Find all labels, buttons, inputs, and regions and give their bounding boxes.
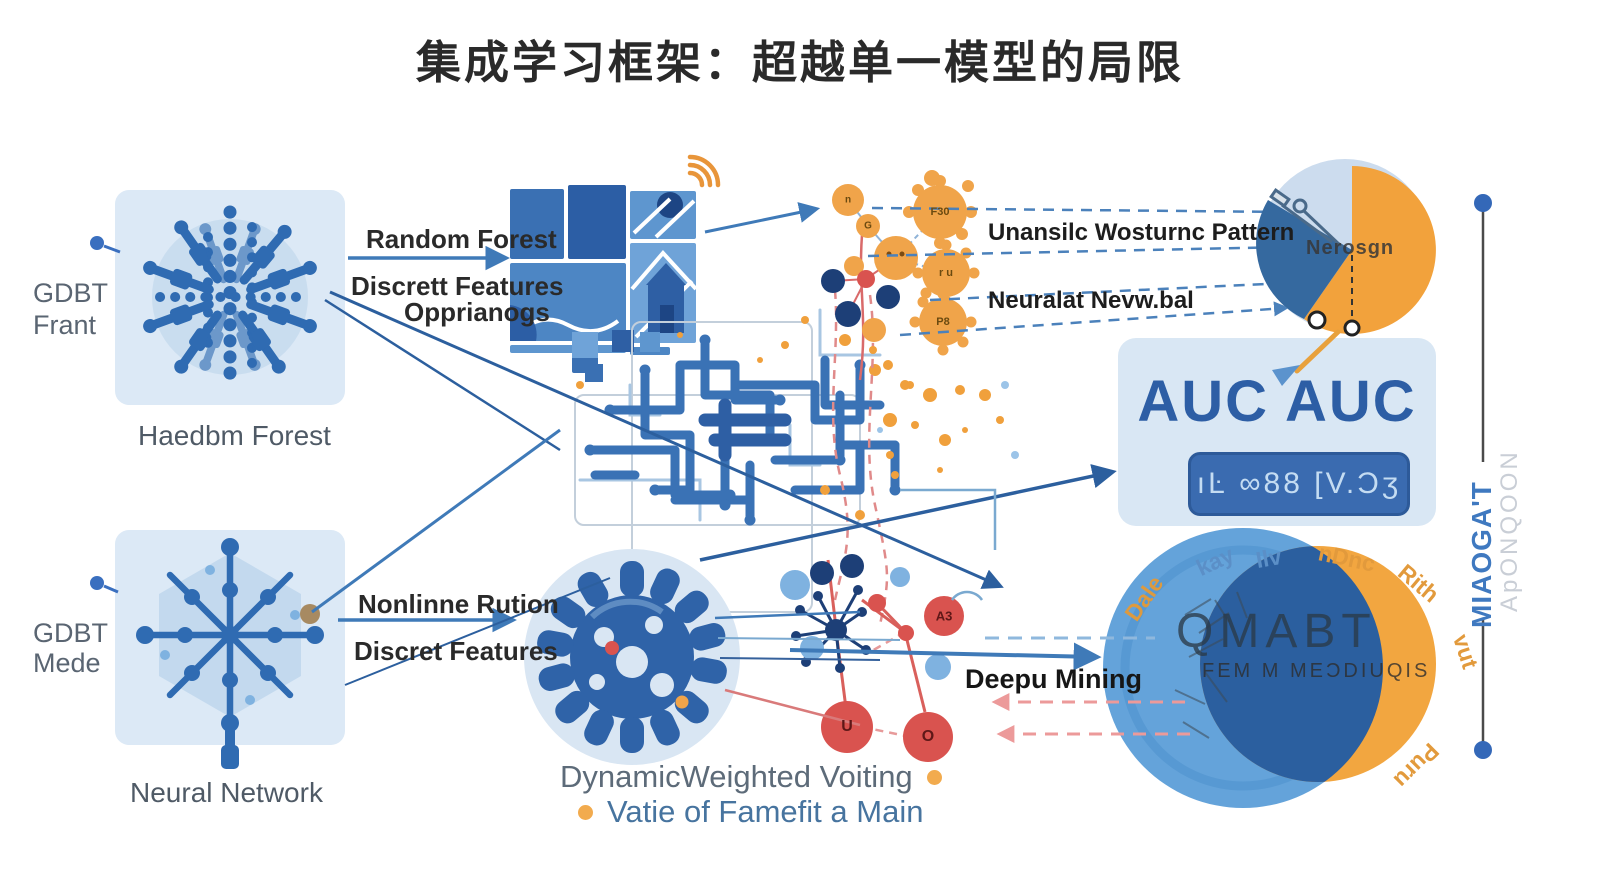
red-node-label: A3 [935,608,953,624]
auc-title: AUC AUC [1137,369,1417,434]
page-title: 集成学习框架：超越单一模型的局限 [415,37,1184,88]
pie-label: Nerosgn [1306,237,1395,259]
circuit-maze-graphic [576,289,914,626]
label-nonlinne-rution: Nonlinne Rution [358,589,559,619]
gear-node-label: r u [938,267,954,279]
model-top-caption: Haedbm Forest [138,420,331,451]
label-random-forest: Random Forest [366,224,557,254]
orange-bullet-icon [926,769,942,785]
model-top-tag-line1: GDBT [33,278,109,308]
label-unansilc-pattern: Unansilc Wosturnc Pattern [988,219,1295,246]
model-top-tag-line2: Frant [33,310,97,340]
label-deepu-mining: Deepu Mining [965,664,1142,694]
map-mosaic-graphic [510,185,698,373]
auc-badge: ıĿ ∞88 [V.Ɔʒ [1188,452,1410,516]
tree-burst-graphic [141,205,320,389]
gear-node-label: P8 [936,316,950,328]
venn-subtitle: FEM M MEƆDIUQIS [1202,660,1431,682]
caption-voting-line2: Vatie of Famefit a Main [578,794,923,830]
caption-voting-text2: Vatie of Famefit a Main [607,794,924,829]
gear-node-label: F30 [930,206,950,218]
model-bottom-caption: Neural Network [130,777,323,808]
label-opprianogs: Opprianogs [404,297,550,327]
axis-label-gray: ApONQOON [1496,449,1523,612]
venn-diagram [1103,528,1436,808]
orange-bullet-icon [578,804,593,820]
wifi-icon [687,154,721,188]
cluster-red-dot [605,641,619,655]
model-bottom-tag-line1: GDBT [33,618,109,648]
panel-corner-marker-icon [90,236,121,594]
cluster-orange-dot [675,695,689,709]
vertical-axis [1474,194,1492,759]
scatter-dots [869,346,1004,473]
red-node-label: U [841,718,853,735]
axis-label-blue: MIAOGA'T [1466,481,1497,628]
pointer-arrowhead-icon [1272,365,1300,386]
venn-title: QMABT [1176,605,1377,658]
label-discret-features: Discret Features [354,636,558,666]
pie-chart [1256,159,1436,386]
label-neuralat: Neuralat Nevw.bal [988,287,1194,314]
label-discrett-features: Discrett Features [351,271,564,301]
orange-pointer-line [1294,329,1341,374]
venn-ring-label: Ilv [1253,542,1284,574]
caption-voting-line1: DynamicWeighted Voiting [560,759,942,795]
dashed-arrows-to-pie [867,204,1289,337]
orange-node-label: n [844,194,852,206]
venn-scribbles [1174,591,1248,739]
needle-icon [1269,188,1344,249]
gear-node-cluster [821,170,980,381]
scatter-dots-blue [877,381,1019,459]
voting-network [780,554,964,762]
caption-voting-text1: DynamicWeighted Voiting [560,759,913,794]
red-node-label: O [921,728,935,745]
orange-dots [576,316,914,520]
mosaic-debris [572,330,660,382]
cluster-diagram [524,549,740,765]
model-bottom-tag-line2: Mede [33,648,101,678]
orange-node-label: G [864,220,872,232]
neural-network-graphic [136,538,324,769]
connectors [311,202,1190,743]
